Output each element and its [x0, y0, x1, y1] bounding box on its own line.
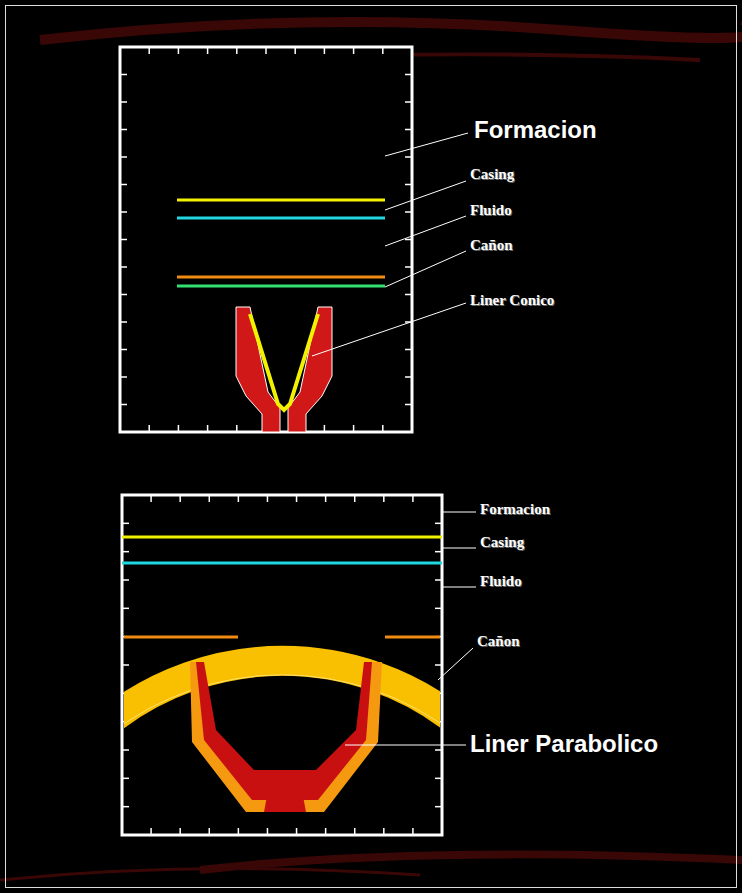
part-label: Cañon — [470, 237, 513, 254]
part-label: Formacion — [480, 501, 550, 518]
leader-lines — [345, 512, 476, 745]
casing-line — [177, 199, 385, 202]
tick-marks — [120, 47, 412, 432]
gun-line — [385, 636, 440, 639]
gun-line — [177, 276, 385, 279]
part-title: Liner Parabolico — [470, 730, 658, 758]
outer-frame — [6, 6, 737, 888]
part-label: Cañon — [477, 633, 520, 650]
background-streaks — [0, 20, 742, 880]
leader-lines — [312, 133, 468, 356]
part-label: Fluido — [480, 573, 522, 590]
part-label: Liner Conico — [470, 292, 554, 309]
gun-line — [124, 636, 238, 639]
part-label: Fluido — [470, 202, 512, 219]
part-label: Casing — [470, 166, 514, 183]
parabolic-liner — [190, 662, 382, 812]
casing-line — [122, 536, 442, 539]
part-title: Formacion — [474, 116, 597, 144]
part-label: Casing — [480, 534, 524, 551]
fluid-line — [177, 217, 385, 220]
gun-body — [124, 622, 440, 734]
plot-frame — [120, 47, 412, 432]
fluid-line — [122, 562, 442, 565]
conical-liner — [236, 307, 332, 432]
gun-line — [177, 285, 385, 288]
